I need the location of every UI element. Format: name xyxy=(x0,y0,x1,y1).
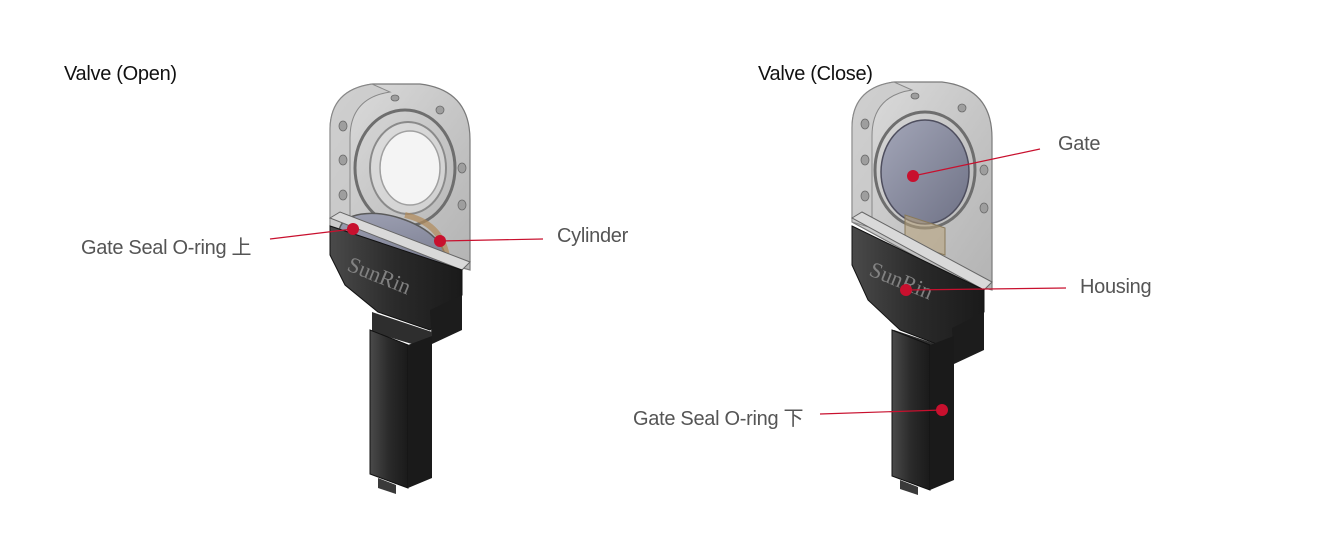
callout-gate-seal-top xyxy=(269,223,359,240)
callout-gate xyxy=(907,148,1041,182)
open-housing-front xyxy=(430,295,462,344)
leader-line-gate xyxy=(912,148,1041,177)
callout-housing xyxy=(900,284,1067,296)
marker-gate xyxy=(907,170,919,182)
open-actuator-side xyxy=(408,336,432,488)
close-housing-top xyxy=(850,211,993,291)
open-housing-body xyxy=(329,225,463,331)
leader-line-gate-seal-bottom xyxy=(819,409,943,415)
label-gate: Gate xyxy=(1058,133,1101,155)
label-cylinder: Cylinder xyxy=(557,225,628,247)
open-actuator-foot xyxy=(378,478,396,494)
close-actuator-foot xyxy=(900,480,918,495)
open-actuator-neck xyxy=(372,312,432,350)
open-housing-top xyxy=(328,211,471,271)
open-bonnet-bolts xyxy=(338,94,467,211)
valve-close-illustration: SunRin xyxy=(850,81,993,495)
close-gate-disc xyxy=(880,119,970,225)
callout-gate-seal-bottom xyxy=(819,404,948,416)
close-housing-front xyxy=(952,312,984,364)
label-gate-seal-oring-bottom: Gate Seal O-ring 下 xyxy=(633,408,804,430)
close-housing-body xyxy=(851,225,985,351)
title-valve-close: Valve (Close) xyxy=(758,63,873,85)
valve-open-illustration: SunRin xyxy=(328,83,471,494)
label-housing: Housing xyxy=(1080,276,1152,298)
open-port-bore xyxy=(379,130,441,206)
marker-gate-seal-bottom xyxy=(936,404,948,416)
marker-gate-seal-top xyxy=(347,223,359,235)
callout-cylinder xyxy=(434,235,544,247)
label-gate-seal-oring-top: Gate Seal O-ring 上 xyxy=(81,237,252,259)
leader-line-housing xyxy=(905,287,1067,291)
marker-housing xyxy=(900,284,912,296)
leader-line-gate-seal-top xyxy=(269,228,354,240)
close-bonnet-bolts xyxy=(860,92,989,214)
title-valve-open: Valve (Open) xyxy=(64,63,177,85)
leader-line-cylinder xyxy=(439,238,544,242)
marker-cylinder xyxy=(434,235,446,247)
open-actuator-column xyxy=(369,329,409,489)
